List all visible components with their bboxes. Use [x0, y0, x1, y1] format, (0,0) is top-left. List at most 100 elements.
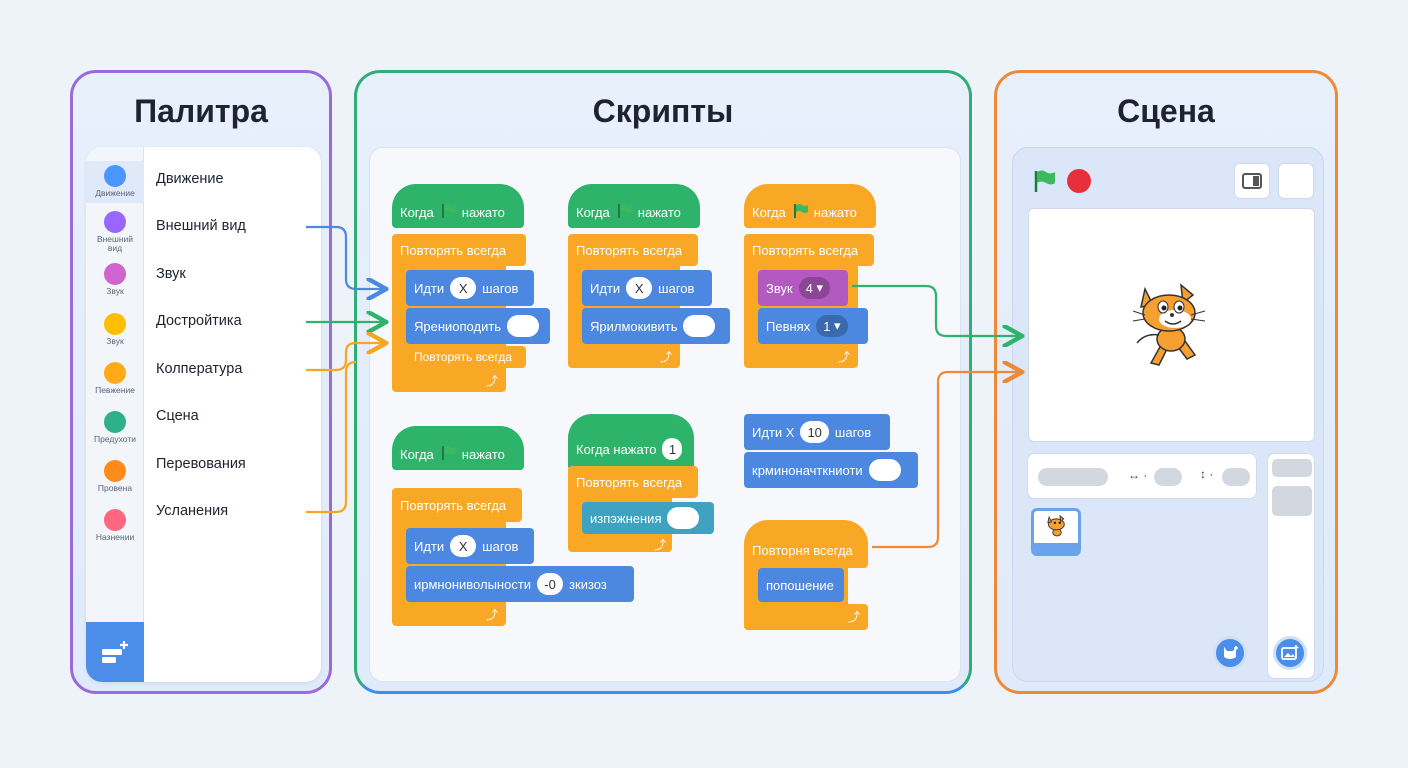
dropdown-value: 1 — [823, 318, 831, 334]
category-column: Движение Внешний вид Звук Звук Певжение … — [86, 147, 144, 682]
forever-block[interactable]: Повторять всегда — [568, 234, 698, 266]
stage-title: Сцена — [1117, 93, 1215, 129]
fullscreen-button[interactable] — [1278, 163, 1314, 199]
value-input[interactable] — [868, 459, 901, 481]
add-sprite-button[interactable] — [1213, 636, 1247, 670]
category-sound[interactable]: Звук — [86, 263, 144, 296]
category-name-control[interactable]: Колпература — [156, 361, 243, 377]
forever-block[interactable]: Повторять всегда — [406, 346, 526, 368]
dropdown-value: 4 — [805, 280, 813, 296]
block-label: изпэжнения — [590, 510, 662, 526]
cat-add-icon — [1224, 646, 1238, 659]
y-field[interactable] — [1222, 468, 1250, 486]
block-label: Ярениоподить — [414, 318, 502, 334]
motion-block[interactable]: Ярилмокивить — [582, 308, 730, 344]
block-label: Когда — [400, 204, 434, 220]
palette-list: Движение Внешний вид Звук Звук Певжение … — [86, 147, 321, 682]
forever-block[interactable]: Повторять всегда — [568, 466, 698, 498]
backdrop-tab[interactable] — [1272, 459, 1312, 477]
x-field[interactable] — [1154, 468, 1182, 486]
category-name-stage[interactable]: Сцена — [156, 408, 199, 424]
when-flag-clicked-block[interactable]: Когда нажато — [568, 184, 700, 228]
block-label: Ярилмокивить — [590, 318, 678, 334]
motion-block[interactable]: Ярениоподить — [406, 308, 550, 344]
move-steps-block[interactable]: Идти X шагов — [406, 528, 534, 564]
when-clicked-block[interactable]: Когда нажато 1 — [568, 414, 694, 470]
sprite-thumbnail[interactable] — [1031, 508, 1081, 556]
category-sensing[interactable]: Предухоти — [86, 411, 144, 444]
sensing-block[interactable]: изпэжнения — [582, 502, 714, 534]
sound-block[interactable]: Звук 4 ▾ — [758, 270, 848, 306]
y-label: ↕ · — [1200, 467, 1214, 481]
looks-block[interactable]: попошение — [758, 568, 844, 602]
block-label: нажато — [637, 204, 681, 220]
add-backdrop-button[interactable] — [1273, 636, 1307, 670]
loop-arrow-icon: ⤴ — [486, 374, 499, 388]
forever-block[interactable]: Повторять всегда — [392, 234, 526, 266]
green-flag-button[interactable] — [1031, 168, 1057, 199]
category-name-events[interactable]: Достройтика — [156, 313, 242, 329]
code-area[interactable]: Когда нажато Повторять всегда Идти X шаг… — [369, 147, 961, 682]
motion-block[interactable]: крминоначткниоти — [744, 452, 918, 488]
loop-arrow-icon: ⤴ — [654, 538, 667, 552]
when-flag-clicked-block[interactable]: Когда нажато — [392, 184, 524, 228]
small-stage-button[interactable] — [1234, 163, 1270, 199]
value-input[interactable] — [667, 507, 700, 529]
category-looks[interactable]: Внешний вид — [86, 211, 144, 253]
block-label: Когда нажато — [576, 441, 657, 457]
steps-input[interactable]: 10 — [800, 421, 829, 443]
category-name-operators[interactable]: Перевования — [156, 456, 246, 472]
forever-block[interactable]: Повторять всегда — [392, 488, 522, 522]
green-flag-icon — [616, 203, 632, 222]
move-steps-block[interactable]: Идти X 10 шагов — [744, 414, 890, 450]
category-label: Певжение — [95, 385, 135, 395]
steps-input[interactable]: X — [626, 277, 653, 299]
category-operators[interactable]: Провена — [86, 460, 144, 493]
forever-block[interactable]: Повторять всегда — [744, 234, 874, 266]
stage-area: ↔ · ↕ · — [1012, 147, 1324, 682]
block-label: ирмнониволыности — [414, 576, 532, 592]
stage-canvas[interactable] — [1028, 208, 1315, 442]
stage-panel: Сцена — [994, 70, 1338, 694]
move-steps-block[interactable]: Идти X шагов — [582, 270, 712, 306]
category-variables[interactable]: Нaзнeнии — [86, 509, 144, 542]
sprite-name-field[interactable] — [1038, 468, 1108, 486]
when-flag-clicked-block[interactable]: Когда нажато — [744, 184, 876, 228]
motion-block[interactable]: ирмнониволыности -0 зкизоз — [406, 566, 634, 602]
category-label: Нaзнeнии — [95, 532, 135, 542]
value-input[interactable] — [683, 315, 716, 337]
category-label: Движение — [95, 188, 135, 198]
stop-button[interactable] — [1067, 169, 1091, 193]
move-steps-block[interactable]: Идти X шагов — [406, 270, 534, 306]
steps-input[interactable]: X — [450, 277, 477, 299]
category-name-variables[interactable]: Усланения — [156, 503, 229, 519]
forever-block[interactable]: Повторня всегда — [744, 520, 868, 568]
category-name-looks[interactable]: Внешний вид — [156, 218, 246, 234]
category-motion[interactable]: Движение — [86, 161, 144, 203]
add-extension-button[interactable] — [86, 622, 144, 682]
sprite-thumbnail-bar — [1034, 543, 1078, 553]
loop-arrow-icon: ⤴ — [838, 350, 851, 364]
motion-block[interactable]: Певняx 1 ▾ — [758, 308, 868, 344]
when-flag-clicked-block[interactable]: Когда нажато — [392, 426, 524, 470]
category-dot-icon — [104, 509, 126, 531]
category-dot-icon — [104, 263, 126, 285]
category-name-motion[interactable]: Движение — [156, 171, 224, 187]
value-input[interactable] — [507, 315, 540, 337]
block-label: шагов — [482, 280, 519, 296]
value-input[interactable]: -0 — [537, 573, 564, 595]
sound-dropdown[interactable]: 4 ▾ — [798, 277, 831, 299]
value-input[interactable]: 1 — [662, 438, 683, 460]
forever-block-end[interactable] — [744, 604, 868, 630]
cat-sprite-icon[interactable] — [1131, 279, 1211, 371]
category-events[interactable]: Звук — [86, 313, 144, 346]
block-label: Когда — [576, 204, 610, 220]
extension-icon — [102, 641, 128, 663]
steps-input[interactable]: X — [450, 535, 477, 557]
block-label: Идти — [590, 280, 621, 296]
block-label: нажато — [461, 446, 505, 462]
backdrop-thumbnail[interactable] — [1272, 486, 1312, 516]
category-name-sound[interactable]: Звук — [156, 266, 186, 282]
value-dropdown[interactable]: 1 ▾ — [816, 315, 848, 337]
category-control[interactable]: Певжение — [86, 362, 144, 395]
